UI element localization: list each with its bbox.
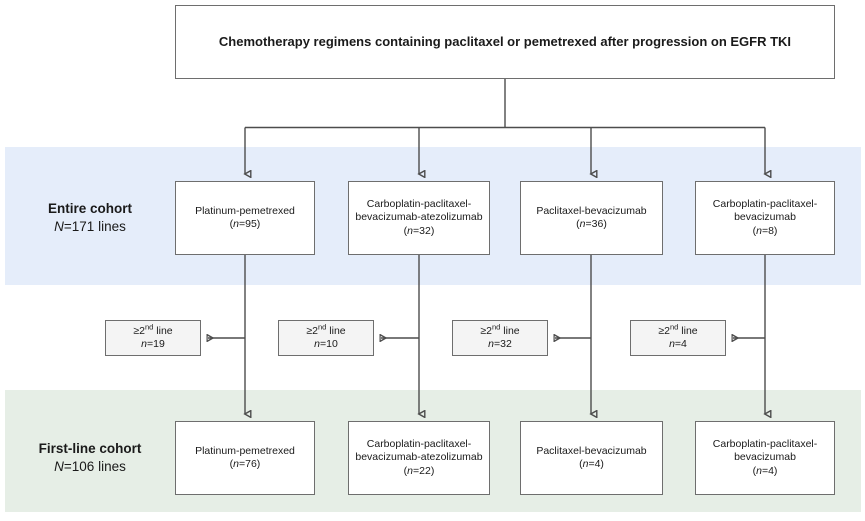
- cohort-label-entire-title: Entire cohort: [47, 201, 132, 216]
- node-first-0-name: Platinum-pemetrexed: [195, 444, 295, 457]
- node-entire-platinum-pemetrexed: Platinum-pemetrexed (n=95): [175, 181, 315, 255]
- node-first-3-name: Carboplatin-paclitaxel-bevacizumab: [712, 437, 818, 464]
- node-later-2-count: n=32: [488, 338, 512, 350]
- node-entire-0-count: (n=95): [229, 218, 261, 230]
- node-entire-carbo-pac-bev: Carboplatin-paclitaxel-bevacizumab (n=8): [695, 181, 835, 255]
- node-first-3-count: (n=4): [752, 464, 778, 477]
- node-first-line-paclitaxel-bevacizumab: Paclitaxel-bevacizumab (n=4): [520, 421, 663, 495]
- node-first-1-count: (n=22): [403, 464, 435, 477]
- cohort-label-entire: Entire cohort N=171 lines: [10, 200, 170, 236]
- node-first-2-name: Paclitaxel-bevacizumab: [536, 444, 647, 457]
- node-first-line-carbo-pac-bev: Carboplatin-paclitaxel-bevacizumab (n=4): [695, 421, 835, 495]
- cohort-label-entire-count: N=171 lines: [10, 218, 170, 236]
- node-first-0-count: (n=76): [229, 458, 261, 470]
- root-node-label: Chemotherapy regimens containing paclita…: [218, 33, 792, 49]
- node-later-3-count: n=4: [669, 338, 687, 350]
- cohort-first-line-n-value: =106 lines: [63, 459, 126, 475]
- node-first-1-name: Carboplatin-paclitaxel-bevacizumab-atezo…: [355, 437, 483, 464]
- node-entire-0-name: Platinum-pemetrexed: [195, 204, 295, 217]
- node-later-line-32: ≥2nd line n=32: [452, 320, 548, 356]
- cohort-label-first-line: First-line cohort N=106 lines: [10, 440, 170, 476]
- node-entire-paclitaxel-bevacizumab: Paclitaxel-bevacizumab (n=36): [520, 181, 663, 255]
- node-entire-3-name: Carboplatin-paclitaxel-bevacizumab: [712, 197, 818, 224]
- node-later-line-19: ≥2nd line n=19: [105, 320, 201, 356]
- node-later-1-label: ≥2nd line: [306, 322, 346, 337]
- node-entire-2-count: (n=36): [576, 218, 607, 230]
- node-later-0-count: n=19: [141, 338, 165, 350]
- node-first-line-platinum-pemetrexed: Platinum-pemetrexed (n=76): [175, 421, 315, 495]
- cohort-label-first-line-title: First-line cohort: [38, 441, 142, 456]
- node-later-line-4: ≥2nd line n=4: [630, 320, 726, 356]
- node-later-0-label: ≥2nd line: [133, 322, 173, 337]
- root-node: Chemotherapy regimens containing paclita…: [175, 5, 835, 79]
- cohort-label-first-line-count: N=106 lines: [10, 458, 170, 476]
- cohort-entire-n-value: =171 lines: [63, 219, 126, 235]
- node-later-2-label: ≥2nd line: [480, 322, 520, 337]
- node-entire-carbo-pac-bev-atezo: Carboplatin-paclitaxel-bevacizumab-atezo…: [348, 181, 490, 255]
- node-later-3-label: ≥2nd line: [658, 322, 698, 337]
- node-entire-1-name: Carboplatin-paclitaxel-bevacizumab-atezo…: [355, 197, 483, 224]
- node-entire-1-count: (n=32): [403, 224, 435, 237]
- node-later-line-10: ≥2nd line n=10: [278, 320, 374, 356]
- cohort-entire-n-symbol: N: [54, 219, 64, 235]
- node-first-line-carbo-pac-bev-atezo: Carboplatin-paclitaxel-bevacizumab-atezo…: [348, 421, 490, 495]
- cohort-first-line-n-symbol: N: [54, 459, 64, 475]
- node-entire-3-count: (n=8): [752, 224, 778, 237]
- node-first-2-count: (n=4): [579, 458, 604, 470]
- node-later-1-count: n=10: [314, 338, 338, 350]
- node-entire-2-name: Paclitaxel-bevacizumab: [536, 204, 647, 217]
